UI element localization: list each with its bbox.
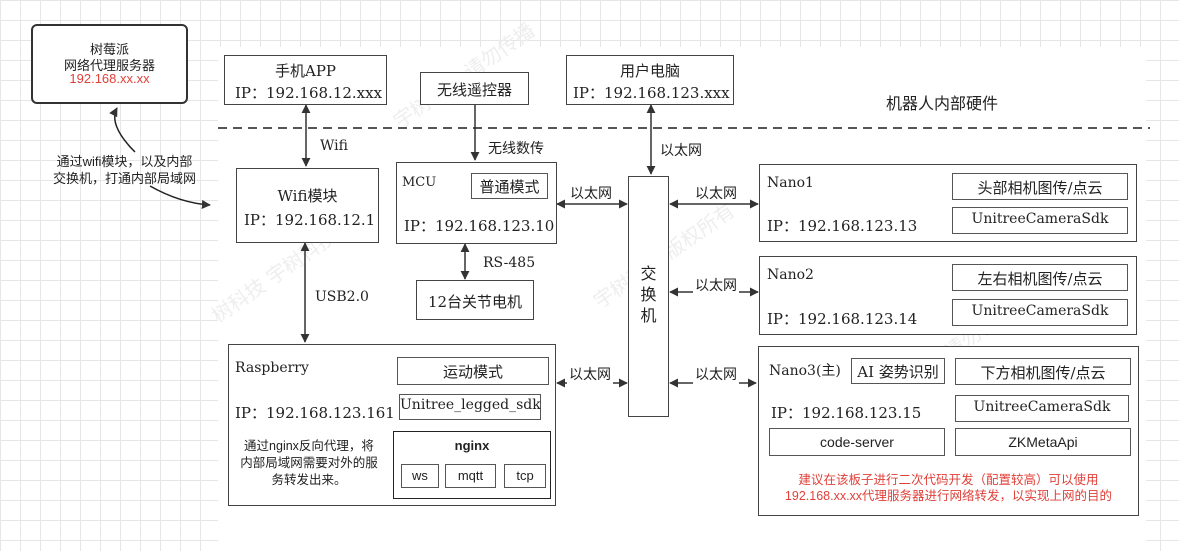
wifi-link-label: Wifi: [318, 138, 350, 154]
user-pc-ip: IP：192.168.123.xxx: [573, 84, 730, 102]
wifi-module-ip: IP：192.168.12.1: [244, 211, 376, 229]
nano3-title: Nano3(主): [769, 363, 841, 379]
nano2-sdk: UnitreeCameraSdk: [971, 303, 1109, 319]
proxy-server-ip: 192.168.xx.xx: [69, 71, 150, 86]
nano1-func: 头部相机图传/点云: [977, 179, 1103, 197]
joint-motors-title: 12台关节电机: [427, 293, 523, 311]
nginx-tcp-label: tcp: [516, 468, 534, 483]
ethernet-link-label: 以太网: [567, 364, 613, 384]
proxy-server-box: 树莓派 网络代理服务器 192.168.xx.xx: [31, 24, 188, 104]
raspberry-sdk-box: Unitree_legged_sdk: [399, 394, 541, 420]
zkmetaapi-label: ZKMetaApi: [1008, 434, 1078, 450]
nano3-sdk-box: UnitreeCameraSdk: [955, 395, 1129, 422]
ethernet-link-label: 以太网: [693, 275, 739, 295]
nano2-func: 左右相机图传/点云: [977, 270, 1103, 288]
mcu-mode-box: 普通模式: [471, 173, 548, 199]
ethernet-link-label: 以太网: [693, 364, 739, 384]
nano2-sdk-box: UnitreeCameraSdk: [952, 299, 1128, 326]
nano1-sdk-box: UnitreeCameraSdk: [952, 207, 1128, 234]
ethernet-link-label: 以太网: [568, 183, 614, 203]
code-server-label: code-server: [820, 434, 894, 450]
raspberry-mode: 运动模式: [442, 363, 503, 381]
raspberry-note: 通过nginx反向代理，将 内部局域网需要对外的服 务转发出来。: [240, 439, 378, 487]
phone-app-title: 手机APP: [274, 62, 337, 80]
user-pc-box: 用户电脑 IP：192.168.123.xxx: [566, 55, 734, 105]
mcu-mode: 普通模式: [479, 178, 540, 196]
wifi-module-box: Wifi模块 IP：192.168.12.1: [236, 168, 379, 243]
nginx-title: nginx: [454, 438, 490, 453]
hardware-label: 机器人内部硬件: [886, 94, 999, 113]
nano3-ai-box: AI 姿势识别: [851, 358, 945, 384]
proxy-server-subtitle: 网络代理服务器: [63, 58, 155, 73]
nano2-title: Nano2: [767, 267, 814, 283]
nginx-mqtt: mqtt: [445, 464, 496, 488]
wireless-link-label: 无线数传: [486, 138, 546, 158]
mcu-ip: IP：192.168.123.10: [404, 217, 555, 235]
user-pc-title: 用户电脑: [619, 62, 680, 80]
nano2-func-box: 左右相机图传/点云: [952, 264, 1128, 291]
nano1-sdk: UnitreeCameraSdk: [971, 211, 1109, 227]
nginx-box: nginx ws mqtt tcp: [393, 431, 551, 499]
nano3-box: Nano3(主) AI 姿势识别 下方相机图传/点云 IP：192.168.12…: [758, 346, 1139, 516]
proxy-server-title: 树莓派: [89, 42, 129, 57]
switch-title: 交 换 机: [640, 264, 657, 325]
nano2-ip: IP：192.168.123.14: [767, 310, 918, 328]
nginx-ws: ws: [401, 464, 439, 488]
nano3-sdk: UnitreeCameraSdk: [973, 399, 1111, 415]
code-server-box: code-server: [769, 428, 945, 456]
proxy-note: 通过wifi模块，以及内部 交换机，打通内部局域网: [53, 154, 197, 186]
nano2-box: Nano2 左右相机图传/点云 UnitreeCameraSdk IP：192.…: [759, 256, 1137, 335]
phone-app-box: 手机APP IP：192.168.12.xxx: [224, 55, 387, 105]
nginx-ws-label: ws: [412, 468, 428, 483]
raspberry-title: Raspberry: [235, 360, 309, 376]
nano1-ip: IP：192.168.123.13: [767, 217, 918, 235]
raspberry-sdk: Unitree_legged_sdk: [400, 397, 541, 413]
nano1-box: Nano1 头部相机图传/点云 UnitreeCameraSdk IP：192.…: [759, 164, 1137, 242]
nano3-func-box: 下方相机图传/点云: [955, 358, 1131, 385]
joint-motors-box: 12台关节电机: [416, 280, 534, 320]
wifi-module-title: Wifi模块: [277, 187, 338, 205]
ethernet-link-label: 以太网: [693, 183, 739, 203]
mcu-box: MCU 普通模式 IP：192.168.123.10: [396, 162, 557, 244]
nano1-func-box: 头部相机图传/点云: [952, 173, 1128, 200]
raspberry-mode-box: 运动模式: [397, 357, 549, 385]
nano1-title: Nano1: [767, 175, 814, 191]
rs485-link-label: RS-485: [481, 255, 538, 271]
switch-box: 交 换 机: [628, 176, 669, 417]
nginx-tcp: tcp: [504, 464, 546, 488]
nano3-ai: AI 姿势识别: [857, 363, 939, 381]
zkmetaapi-box: ZKMetaApi: [955, 428, 1131, 456]
phone-app-ip: IP：192.168.12.xxx: [235, 84, 383, 102]
ethernet-link-label: 以太网: [658, 140, 704, 160]
raspberry-ip: IP：192.168.123.161: [235, 404, 395, 422]
nginx-mqtt-label: mqtt: [457, 468, 484, 483]
remote-controller-title: 无线遥控器: [436, 81, 512, 99]
usb-link-label: USB2.0: [313, 289, 371, 305]
nano3-func: 下方相机图传/点云: [980, 364, 1106, 382]
nano3-ip: IP：192.168.123.15: [771, 404, 922, 422]
nano3-note: 建议在该板子进行二次代码开发（配置较高）可以使用 192.168.xx.xx代理…: [784, 473, 1113, 503]
remote-controller-box: 无线遥控器: [420, 72, 529, 105]
raspberry-box: Raspberry 运动模式 IP：192.168.123.161 Unitre…: [228, 344, 556, 506]
mcu-title: MCU: [402, 175, 437, 190]
